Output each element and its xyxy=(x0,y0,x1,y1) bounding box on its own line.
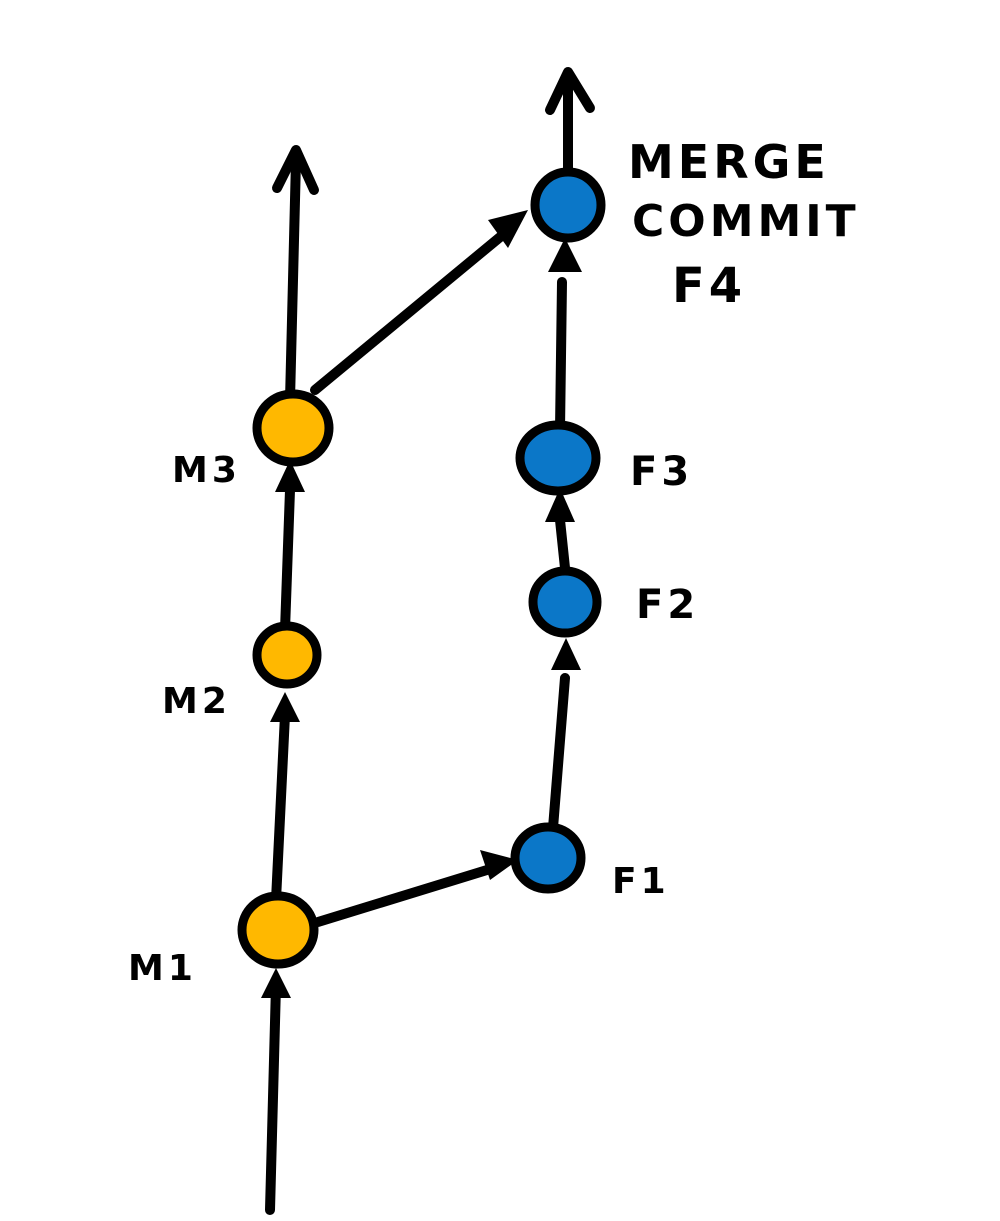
arrowhead-into-f4-from-m3 xyxy=(488,210,528,248)
feature-edge-f3-f4 xyxy=(555,277,567,435)
label-f3: F3 xyxy=(630,449,693,495)
label-f2: F2 xyxy=(636,582,699,628)
arrowhead-into-f1 xyxy=(480,850,518,880)
arrowhead-into-f3 xyxy=(545,488,575,522)
feature-tip-arrowhead xyxy=(545,67,595,115)
feature-edge-f2-f3 xyxy=(555,515,570,573)
arrowhead-into-f2 xyxy=(551,638,581,670)
label-m1: M1 xyxy=(128,948,197,989)
main-edge-m1-m2 xyxy=(271,710,290,905)
commit-node-f3 xyxy=(515,420,601,496)
main-edge-m3-tip xyxy=(285,155,301,405)
arrowhead-into-m2 xyxy=(270,692,300,722)
main-edge-m2-m3 xyxy=(280,485,295,635)
merge-edge-m3-f4 xyxy=(310,228,510,395)
branch-edge-m1-f1 xyxy=(313,861,505,927)
arrowhead-into-m1 xyxy=(261,968,291,998)
commit-node-f1 xyxy=(510,822,586,894)
commit-node-f2 xyxy=(528,566,602,638)
commit-node-m3 xyxy=(252,389,334,467)
arrowhead-into-f4-from-f3 xyxy=(548,238,582,272)
commit-node-m1 xyxy=(237,891,319,969)
commit-node-f4 xyxy=(530,167,606,243)
label-m3: M3 xyxy=(172,450,241,491)
label-merge-line2: COMMIT xyxy=(632,196,860,247)
commit-node-m2 xyxy=(252,621,322,689)
label-m2: M2 xyxy=(162,681,231,722)
feature-edge-f1-f2 xyxy=(548,673,570,833)
label-merge-line3: F4 xyxy=(672,258,746,314)
label-merge-line1: MERGE xyxy=(628,135,830,189)
arrowhead-into-m3 xyxy=(275,460,305,492)
main-trunk-incoming-edge xyxy=(265,980,281,1215)
label-f1: F1 xyxy=(612,861,670,902)
main-tip-arrowhead xyxy=(272,145,319,195)
